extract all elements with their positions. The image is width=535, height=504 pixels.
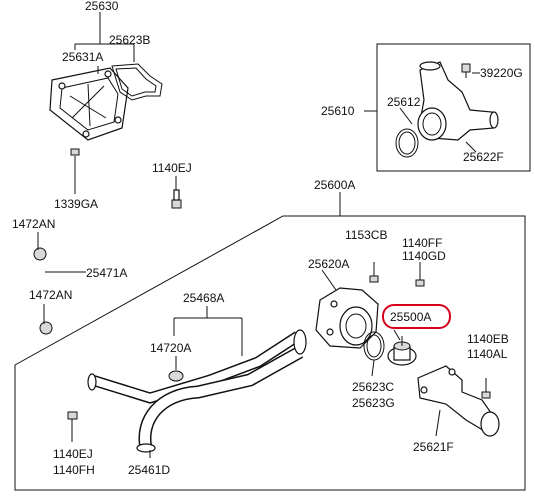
label-25630: 25630 <box>85 0 119 13</box>
label-25461D: 25461D <box>128 463 170 477</box>
label-1140EJ-top: 1140EJ <box>152 161 192 175</box>
bolt-1140FF <box>415 262 425 287</box>
highlight-25500A <box>382 304 451 329</box>
label-1472AN-upper: 1472AN <box>12 217 55 231</box>
gasket-25623B <box>111 63 163 101</box>
label-25500A: 25500A <box>390 310 431 324</box>
label-39220G: 39220G <box>480 66 523 80</box>
bolt-1153CB <box>369 262 379 283</box>
label-25468A: 25468A <box>183 291 224 305</box>
pipe-25461D <box>87 329 307 453</box>
label-1339GA: 1339GA <box>54 197 98 211</box>
bolt-1140EJ-top <box>171 176 182 209</box>
label-1140FH: 1140FH <box>53 463 95 477</box>
label-25612: 25612 <box>387 95 421 109</box>
label-1140EB: 1140EB <box>467 332 509 346</box>
housing-25610 <box>417 61 499 141</box>
label-25600A: 25600A <box>314 178 355 192</box>
cover-plate-25631A <box>49 67 129 141</box>
label-25631A: 25631A <box>62 50 103 64</box>
label-14720A: 14720A <box>150 341 191 355</box>
label-25623C: 25623C <box>352 380 394 394</box>
cover-25621F <box>417 365 500 437</box>
label-1140FF: 1140FF <box>402 236 442 250</box>
label-1472AN-lower: 1472AN <box>29 288 72 302</box>
bolt-1140EB <box>481 378 491 399</box>
bolt-39220G <box>461 63 471 78</box>
clamp-14720A <box>168 370 184 382</box>
label-1140AL: 1140AL <box>467 347 508 361</box>
label-25623B: 25623B <box>109 33 150 47</box>
label-25610: 25610 <box>321 104 355 118</box>
label-25622F: 25622F <box>463 150 504 164</box>
label-1153CB: 1153CB <box>345 228 387 242</box>
label-25471A: 25471A <box>86 266 127 280</box>
bolt-1339GA <box>70 148 80 194</box>
gasket-25623C <box>363 331 385 361</box>
label-25620A: 25620A <box>308 257 349 271</box>
hose-25471A <box>12 247 53 335</box>
assembly-frame <box>14 215 526 491</box>
label-25621F: 25621F <box>413 440 454 454</box>
thermostat-25500A <box>387 336 417 366</box>
o-ring-25612 <box>395 128 419 158</box>
bolt-1140EJ-bottom <box>67 411 78 442</box>
label-25623G: 25623G <box>352 396 395 410</box>
inset-frame <box>376 43 531 172</box>
housing-25620A <box>315 287 379 349</box>
label-1140GD: 1140GD <box>402 249 446 263</box>
label-1140EJ-bottom: 1140EJ <box>53 447 93 461</box>
